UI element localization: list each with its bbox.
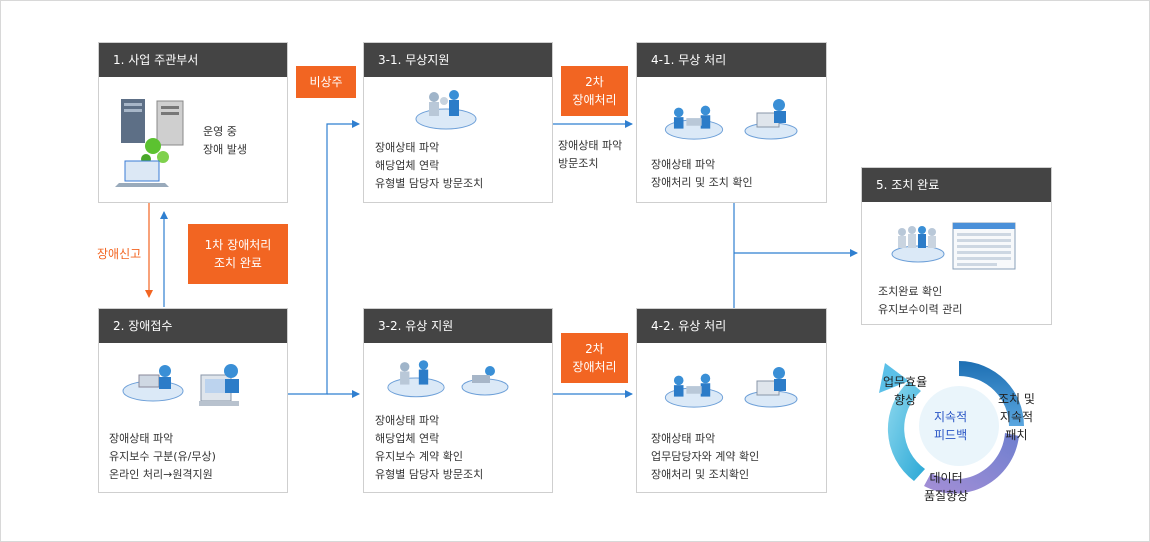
box-text: 장애상태 파악 해당업체 연락 유형별 담당자 방문조치	[375, 139, 483, 193]
box-department: 1. 사업 주관부서 운영 중 장애 발생	[98, 42, 288, 203]
text-line: 장애상태 파악	[375, 414, 440, 427]
box-title: 2. 장애접수	[99, 309, 287, 343]
text-line: 해당업체 연락	[375, 159, 440, 172]
text-line: 지속적	[934, 410, 968, 424]
tag-text: 조치 완료	[214, 256, 262, 270]
text-line: 장애상태 파악	[109, 432, 174, 445]
operator-computer-icon	[744, 367, 798, 408]
tag-text: 2차	[585, 342, 604, 356]
tag-text: 2차	[585, 75, 604, 89]
team-meeting-icon	[387, 360, 445, 398]
second-fix-tag-top: 2차 장애처리	[561, 66, 628, 116]
box-text: 장애상태 파악 유지보수 구분(유/무상) 온라인 처리→원격지원	[109, 430, 216, 484]
box-title: 5. 조치 완료	[862, 168, 1051, 202]
cycle-top-left: 업무효율 향상	[883, 373, 927, 409]
text-line: 조치 및	[998, 392, 1035, 406]
text-line: 장애처리 및 조치 확인	[651, 176, 753, 189]
operator-computer-icon	[199, 364, 239, 406]
text-line: 온라인 처리→원격지원	[109, 468, 213, 481]
feedback-cycle-icon	[879, 361, 1024, 494]
operator-computer-icon	[744, 99, 798, 140]
text-line: 방문조치	[558, 157, 599, 170]
text-line: 피드백	[934, 428, 968, 442]
report-document-icon	[952, 222, 1016, 270]
box-paid-processing: 4-2. 유상 처리 장애상태 파악 업무담당자와 계약 확인 장애처리 및 조…	[636, 308, 827, 493]
text-line: 유지보수이력 관리	[878, 303, 963, 316]
visit-label: 장애상태 파악 방문조치	[558, 137, 622, 173]
box-title: 4-2. 유상 처리	[637, 309, 826, 343]
box-free-processing: 4-1. 무상 처리 장애상태 파악 장애처리 및 조치 확인	[636, 42, 827, 203]
box-paid-support: 3-2. 유상 지원 장애상태 파악 해당업체 연락 유지보수 계약 확인 유형…	[363, 308, 553, 493]
text-line: 해당업체 연락	[375, 432, 440, 445]
first-fix-tag: 1차 장애처리 조치 완료	[188, 224, 288, 284]
team-meeting-icon	[415, 90, 477, 130]
team-meeting-icon	[664, 105, 724, 140]
box-free-support: 3-1. 무상지원 장애상태 파악 해당업체 연락 유형별 담당자 방문조치	[363, 42, 553, 203]
box-text: 장애상태 파악 장애처리 및 조치 확인	[651, 156, 753, 192]
team-meeting-icon	[664, 373, 724, 408]
text-line: 장애상태 파악	[375, 141, 440, 154]
text-line: 장애처리 및 조치확인	[651, 468, 750, 481]
emergency-tag: 비상주	[296, 66, 356, 98]
text-line: 유형별 담당자 방문조치	[375, 177, 484, 190]
tag-text: 1차 장애처리	[204, 238, 272, 252]
text-line: 지속적	[999, 410, 1034, 424]
text-line: 패치	[1005, 428, 1028, 442]
text-line: 장애상태 파악	[651, 432, 716, 445]
helpdesk-support-icon	[122, 365, 184, 402]
cycle-right: 조치 및 지속적 패치	[998, 390, 1035, 444]
tag-text: 장애처리	[572, 360, 617, 374]
report-label: 장애신고	[97, 247, 142, 261]
text-line: 유지보수 계약 확인	[375, 450, 463, 463]
text-line: 운영 중	[203, 125, 237, 138]
cycle-center: 지속적 피드백	[934, 408, 967, 444]
text-line: 장애상태 파악	[558, 139, 623, 152]
box-title: 4-1. 무상 처리	[637, 43, 826, 77]
second-fix-tag-bottom: 2차 장애처리	[561, 333, 628, 383]
tag-text: 비상주	[309, 75, 343, 89]
text-line: 업무효율	[883, 375, 928, 389]
text-line: 향상	[894, 393, 917, 407]
text-line: 유형별 담당자 방문조치	[375, 468, 484, 481]
box-title: 1. 사업 주관부서	[99, 43, 287, 77]
text-line: 장애 발생	[203, 143, 247, 156]
box-text: 장애상태 파악 해당업체 연락 유지보수 계약 확인 유형별 담당자 방문조치	[375, 412, 483, 484]
box-title: 3-2. 유상 지원	[364, 309, 552, 343]
text-line: 품질향상	[924, 489, 969, 503]
box-title: 3-1. 무상지원	[364, 43, 552, 77]
box-text: 운영 중 장애 발생	[203, 123, 247, 159]
box-text: 조치완료 확인 유지보수이력 관리	[878, 283, 962, 319]
text-line: 업무담당자와 계약 확인	[651, 450, 760, 463]
box-completion: 5. 조치 완료 조치완료 확인 유지보수이력 관리	[861, 167, 1052, 325]
tag-text: 장애처리	[572, 93, 617, 107]
server-computer-gears-icon	[115, 99, 184, 187]
team-group-icon	[891, 226, 945, 263]
box-reception: 2. 장애접수 장애상태 파악 유지보수 구분(유/무상) 온라인 처리→원격지…	[98, 308, 288, 493]
text-line: 유지보수 구분(유/무상)	[109, 450, 216, 463]
text-line: 데이터	[929, 471, 963, 485]
branch-line	[287, 120, 360, 395]
cycle-bottom: 데이터 품질향상	[924, 469, 968, 505]
remote-support-icon	[461, 366, 509, 396]
text-line: 장애상태 파악	[651, 158, 716, 171]
text-line: 조치완료 확인	[878, 285, 943, 298]
box-text: 장애상태 파악 업무담당자와 계약 확인 장애처리 및 조치확인	[651, 430, 759, 484]
